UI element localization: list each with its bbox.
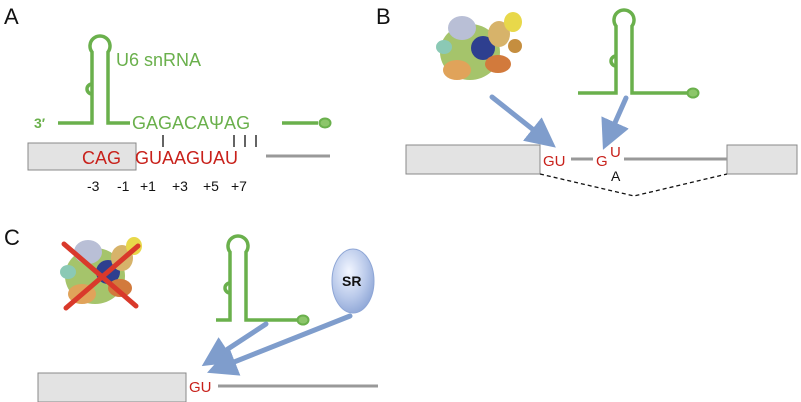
panel-b-cryptic-u: U — [610, 144, 621, 161]
panel-b-arrow-u6 — [601, 95, 629, 150]
u6-snrna-label: U6 snRNA — [116, 50, 201, 70]
position-label: +7 — [231, 178, 247, 194]
panel-c-protein-complex — [60, 237, 142, 304]
position-label: +5 — [203, 178, 219, 194]
position-label: -3 — [87, 178, 100, 194]
position-label: +3 — [172, 178, 188, 194]
intron-start-sequence: GUAAGUAU — [135, 148, 238, 168]
panel-b-exon-left — [405, 144, 541, 175]
base-pair-lines — [162, 135, 257, 147]
cross-line — [63, 243, 141, 311]
position-labels: -3 -1 +1 +3 +5 +7 — [87, 178, 247, 194]
panel-b-cryptic-a: A — [611, 168, 621, 184]
panel-a-exon — [27, 142, 137, 171]
three-prime-label: 3′ — [34, 115, 46, 131]
position-label: +1 — [140, 178, 156, 194]
panel-b-cryptic-g: G — [596, 153, 608, 170]
position-label: -1 — [117, 178, 130, 194]
panel-c-gu-site: GU — [189, 379, 212, 396]
panel-c-sr-protein: SR — [331, 248, 375, 314]
panel-b-protein-complex — [436, 12, 522, 80]
u6-sequence: GAGACAΨAG — [132, 113, 250, 133]
panel-c-letter: C — [4, 225, 20, 250]
cross-line — [61, 241, 139, 309]
sr-label: SR — [342, 273, 361, 289]
u6-stem-loop — [216, 234, 298, 322]
panel-c-arrow-u6 — [201, 321, 269, 367]
panel-b-letter: B — [376, 4, 391, 29]
u6-stem-loop — [58, 34, 130, 125]
panel-c-u6-snrna — [216, 234, 310, 326]
panel-b-u6-snrna — [578, 8, 700, 99]
panel-b-exon-right — [726, 144, 798, 175]
u6-5prime-cap — [318, 117, 332, 129]
panel-b-splice-junction — [539, 173, 728, 197]
panel-b-arrow-complex — [489, 94, 556, 148]
panel-c-exon — [37, 372, 187, 402]
u6-stem-loop — [578, 8, 688, 95]
exon-end-sequence: CAG — [82, 148, 121, 168]
sr-protein-oval — [331, 248, 375, 314]
panel-a-u6-snrna — [58, 34, 332, 129]
panel-a-letter: A — [4, 4, 19, 29]
u6-bulge — [609, 54, 617, 68]
u6-5prime-cap — [296, 314, 310, 326]
panel-c-arrow-sr — [207, 313, 353, 376]
panel-c-cross-out — [61, 241, 141, 311]
u6-bulge — [223, 281, 231, 295]
panel-b-gu-site: GU — [543, 153, 566, 170]
u6-5prime-cap — [686, 87, 700, 99]
u6-bulge — [85, 82, 93, 96]
